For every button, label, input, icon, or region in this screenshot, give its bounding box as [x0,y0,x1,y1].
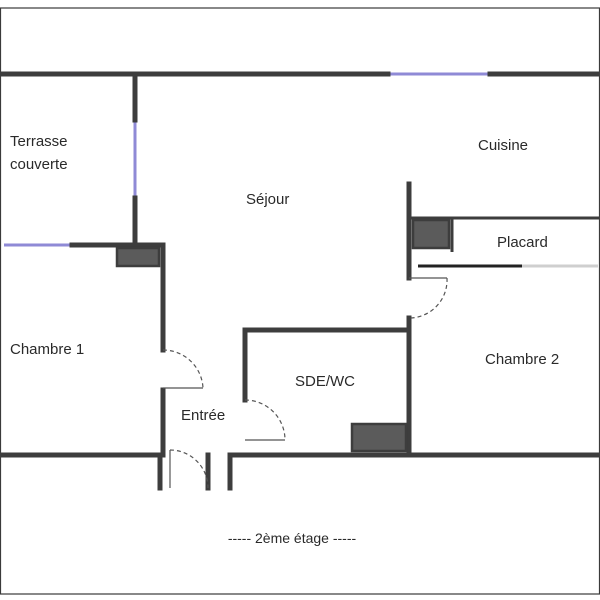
room-label-sejour: Séjour [246,191,289,208]
room-label-placard: Placard [497,234,548,251]
room-label-entree: Entrée [181,407,225,424]
room-label-chambre2: Chambre 2 [485,351,559,368]
wall-bottom-left [0,452,163,491]
door-chambre1-arc [162,349,204,389]
room-label-terrasse-line1: Terrasse [10,133,68,150]
wall-bottom-right [227,452,600,491]
room-label-chambre1: Chambre 1 [10,341,84,358]
duct-sde [350,422,408,453]
room-label-sde-wc: SDE/WC [295,373,355,390]
room-label-terrasse-line2: couverte [10,156,68,173]
duct-chambre1 [115,246,161,268]
room-label-cuisine: Cuisine [478,137,528,154]
plan-frame [0,7,600,595]
floor-label: ----- 2ème étage ----- [228,530,357,546]
door-entree-arc [169,449,209,489]
door-chambre2-arc [408,277,448,319]
door-sde-arc [244,399,286,441]
duct-placard [411,218,451,250]
